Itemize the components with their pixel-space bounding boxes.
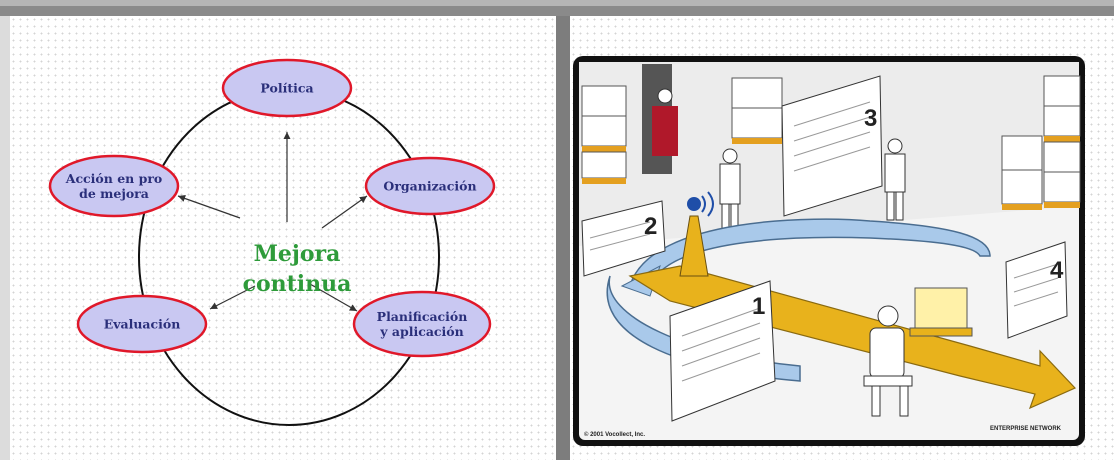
node-politica: [221, 58, 353, 118]
info-sign-4: [1005, 241, 1068, 339]
node-accion: [48, 154, 180, 218]
info-sign-1: [669, 280, 776, 422]
worker-2: [884, 138, 906, 221]
left-edge: [0, 16, 10, 460]
forklift: [642, 64, 678, 174]
enterprise-network-label: ENTERPRISE NETWORK: [990, 426, 1062, 432]
info-sign-2: [581, 200, 666, 277]
info-sign-3: [781, 75, 883, 217]
step-number-3: 3: [864, 105, 877, 132]
warehouse-illustration-panel: 1 2 3 4 © 2001 Vocollect, Inc. ENTERPRIS…: [570, 16, 1114, 460]
blue-flow-arrow-top: [629, 218, 991, 287]
arrow-to-organizacion: [321, 195, 368, 229]
arrow-to-evaluacion: [209, 285, 256, 310]
computer-operator: [863, 287, 973, 417]
node-label-planificacion: Planificación y aplicación: [376, 309, 468, 339]
node-label-accion: Acción en pro de mejora: [65, 171, 163, 201]
node-label-organizacion: Organización: [383, 178, 477, 194]
node-planificacion: [352, 290, 492, 358]
antenna-tower: [679, 191, 714, 277]
pallet-stack-left: [581, 85, 627, 184]
node-label-evaluacion: Evaluación: [103, 316, 181, 332]
continuous-improvement-diagram: Política Organización Planificación y ap…: [10, 16, 556, 460]
top-bar-light: [0, 0, 1114, 6]
node-label-politica: Política: [260, 80, 314, 96]
step-number-4: 4: [1050, 257, 1064, 284]
warehouse-illustration: 1 2 3 4 © 2001 Vocollect, Inc. ENTERPRIS…: [573, 56, 1085, 446]
panel-divider: [556, 16, 570, 460]
center-label: Mejora continua: [242, 241, 352, 297]
step-number-2: 2: [644, 213, 657, 240]
copyright-text: © 2001 Vocollect, Inc.: [584, 431, 645, 438]
pallet-stack-center: [731, 77, 783, 144]
node-evaluacion: [76, 294, 208, 354]
pallet-stack-right: [1001, 75, 1081, 210]
arrow-to-accion: [177, 195, 241, 219]
step-number-1: 1: [752, 293, 765, 320]
node-organizacion: [364, 156, 496, 216]
cycle-diagram-svg: [48, 58, 496, 426]
top-bar: [0, 6, 1114, 16]
arrow-to-planificacion: [309, 283, 358, 312]
